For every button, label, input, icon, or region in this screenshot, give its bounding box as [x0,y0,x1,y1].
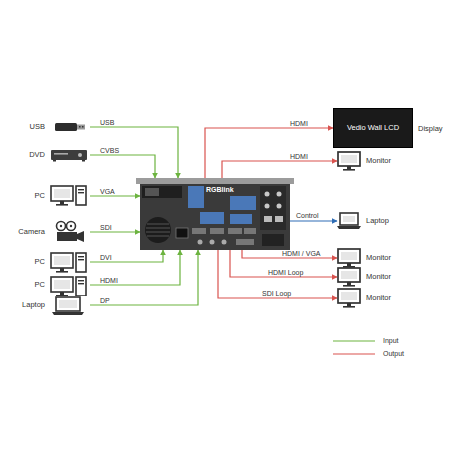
connector [90,155,155,178]
source-device: Camera [5,220,90,244]
edge-label: HDMI Loop [268,269,303,276]
source-device: USB [5,117,90,137]
edge-label: HDMI [290,153,308,160]
device-icon [49,183,89,209]
node-text: Monitor [366,288,391,308]
edge-label: DP [100,297,110,304]
node-text: Monitor [366,151,391,171]
device-icon [337,151,361,171]
edge-label: USB [100,119,114,126]
device-icon [49,220,89,244]
edge-label: Control [296,212,319,219]
source-device: PC [5,183,90,209]
edge-label: CVBS [100,147,119,154]
device-icon [337,212,361,230]
connector [90,231,140,232]
node-text: USB [1,117,45,137]
output-device: Laptop [337,212,417,230]
device-icon [337,248,361,268]
connector [90,250,180,285]
source-device: Laptop [5,295,90,316]
edge-label: DVI [100,254,112,261]
node-text: DVD [1,145,45,165]
edge-label: HDMI / VGA [282,250,321,257]
connector [218,250,337,298]
node-text: RGBlink [206,186,234,194]
legend-line-stroke [333,340,375,341]
node-text: PC [1,274,45,296]
connector [90,127,178,178]
node-text: Monitor [366,267,391,287]
device-icon [49,295,89,316]
node-text: Display [418,125,443,133]
connector [222,161,337,178]
node-text: PC [1,250,45,274]
device-icon [49,274,89,296]
legend-line-stroke [333,353,375,354]
legend-line [333,351,375,357]
edge-label: SDI [100,224,112,231]
node-text: Monitor [366,248,391,268]
connector [205,128,333,178]
edge-label: VGA [100,188,115,195]
source-device: DVD [5,145,90,165]
device-icon [49,117,89,137]
connector [230,250,337,277]
edge-label: SDI Loop [262,290,291,297]
node-text: Laptop [1,295,45,316]
node-text: Laptop [366,212,389,230]
connector [242,250,337,258]
source-device: PC [5,274,90,296]
output-device: Monitor [337,248,417,268]
device-icon [49,145,89,165]
source-device: PC [5,250,90,274]
device-icon [49,250,89,274]
output-device: Monitor [337,288,417,308]
edge-label: HDMI [290,120,308,127]
switcher-device: RGBlink [140,178,290,250]
legend-text: Input [383,337,399,344]
legend-line [333,338,375,344]
video-wall-box: Vedio Wall LCDDisplay [333,108,413,148]
output-device: Monitor [337,267,417,287]
node-text: PC [1,183,45,209]
connector [90,250,163,262]
output-device: Monitor [337,151,417,171]
edge-label: HDMI [100,277,118,284]
node-text: Vedio Wall LCD [334,109,412,147]
connector [290,220,337,221]
legend-text: Output [383,350,404,357]
connector [90,250,198,305]
connector [90,195,140,196]
device-icon [337,267,361,287]
node-text: Camera [1,220,45,244]
device-icon [337,288,361,308]
